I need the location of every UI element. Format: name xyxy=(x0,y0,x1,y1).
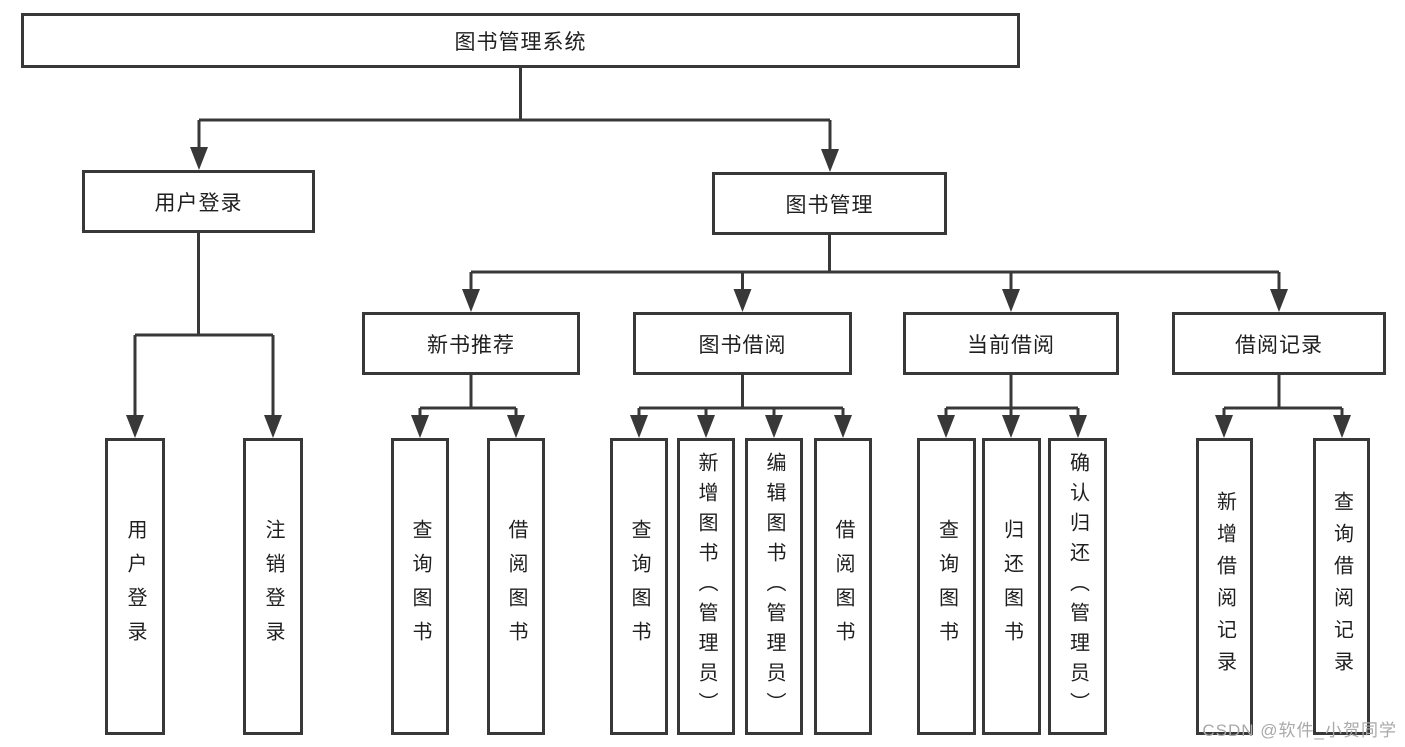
leaf-query-borrow-record: 查询借阅记录 xyxy=(1313,438,1370,735)
node-book-borrowing: 图书借阅 xyxy=(633,312,852,375)
leaf-confirm-return-admin: 确认归还（管理员） xyxy=(1048,438,1107,735)
leaf-logout: 注销登录 xyxy=(243,438,303,735)
node-book-management: 图书管理 xyxy=(712,172,947,235)
csdn-watermark: CSDN @软件_小贺同学 xyxy=(1202,721,1397,740)
leaf-user-login: 用户登录 xyxy=(105,438,165,735)
leaf-edit-books-admin: 编辑图书（管理员） xyxy=(745,438,803,735)
leaf-query-books-recommend: 查询图书 xyxy=(391,438,449,735)
node-library-system: 图书管理系统 xyxy=(21,13,1020,68)
leaf-query-books-current: 查询图书 xyxy=(917,438,976,735)
leaf-borrow-books-borrowing: 借阅图书 xyxy=(814,438,872,735)
leaf-return-books: 归还图书 xyxy=(982,438,1041,735)
leaf-add-borrow-record: 新增借阅记录 xyxy=(1196,438,1253,735)
leaf-borrow-books-recommend: 借阅图书 xyxy=(487,438,545,735)
leaf-query-books-borrowing: 查询图书 xyxy=(610,438,668,735)
node-borrowing-records: 借阅记录 xyxy=(1172,312,1386,375)
node-user-login: 用户登录 xyxy=(82,170,315,233)
node-new-book-recommend: 新书推荐 xyxy=(362,312,580,375)
node-current-borrowing: 当前借阅 xyxy=(903,312,1119,375)
leaf-add-books-admin: 新增图书（管理员） xyxy=(677,438,735,735)
